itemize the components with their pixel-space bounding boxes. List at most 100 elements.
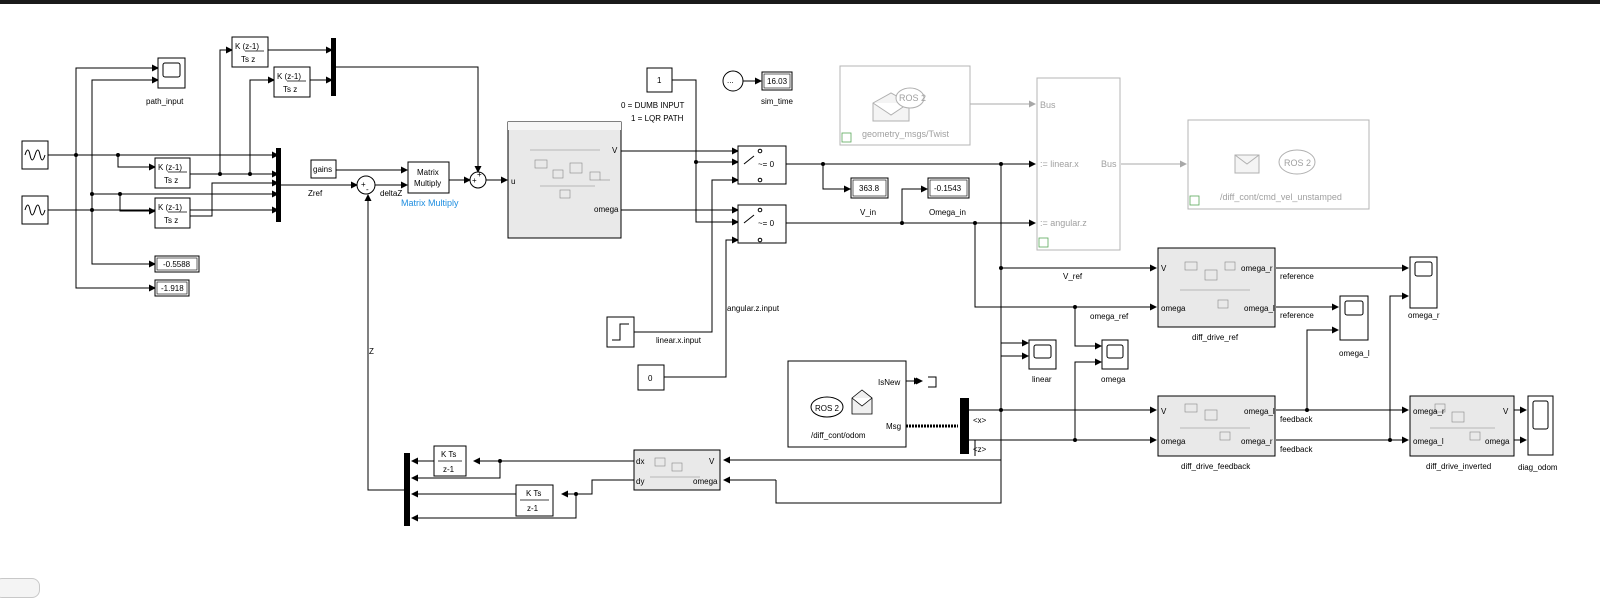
dx-dy-subsystem[interactable]: dx dy V omega [633,449,721,491]
svg-text:Ts z: Ts z [241,55,255,64]
svg-text:z-1: z-1 [527,504,539,513]
bus-assignment-block[interactable]: Bus := linear.x := angular.z Bus [1036,77,1121,251]
svg-text:~= 0: ~= 0 [758,160,775,169]
svg-text:Ts z: Ts z [164,176,178,185]
clock-block[interactable]: ... [722,70,744,92]
omega-r-scope[interactable]: omega_r [1408,256,1440,320]
gains-constant[interactable]: gains [310,159,337,179]
svg-text:Bus: Bus [1040,100,1056,110]
diff-drive-ref-subsystem[interactable]: V omega omega_r omega_l diff_drive_ref [1157,247,1276,342]
svg-text:ROS 2: ROS 2 [899,93,926,103]
matrix-multiply-label: Matrix Multiply [401,198,459,208]
svg-text:omega_r: omega_r [1241,264,1273,273]
svg-text:omega_r: omega_r [1408,311,1440,320]
discrete-derivative-2[interactable]: K (z-1) Ts z [273,66,311,98]
discrete-integrator-2[interactable]: K Ts z-1 [515,484,554,517]
step-input-block[interactable]: linear.x.input [606,316,702,348]
path-input-scope[interactable]: path_input [146,57,186,106]
svg-text:-0.5588: -0.5588 [163,260,191,269]
svg-text:u: u [511,177,515,186]
omega-l-scope[interactable]: omega_l [1339,295,1370,358]
wire-junctions [74,153,1392,496]
cmd-vel-label: /diff_cont/cmd_vel_unstamped [1220,192,1342,202]
isnew-terminator[interactable] [928,376,937,388]
svg-text:omega: omega [1485,437,1510,446]
switch-v[interactable]: ~= 0 [737,145,787,185]
signal-generator-1[interactable] [21,140,49,170]
twist-label: geometry_msgs/Twist [862,129,950,139]
discrete-derivative-1[interactable]: K (z-1) Ts z [231,36,269,68]
v-in-label: V_in [860,208,876,217]
svg-text:omega: omega [594,205,619,214]
svg-text:Bus: Bus [1101,159,1117,169]
bus-selector-bar[interactable] [960,398,969,454]
v-ref-label: V_ref [1063,272,1083,281]
display-block-a[interactable]: -0.5588 [154,255,200,273]
svg-text:~= 0: ~= 0 [758,219,775,228]
omega-in-display[interactable]: -0.1543 Omega_in [927,177,970,217]
svg-text:omega: omega [1161,304,1186,313]
ros-odom-subscriber[interactable]: ROS 2 /diff_cont/odom IsNew Msg [787,360,907,448]
svg-text:Multiply: Multiply [414,179,441,188]
sim-time-display[interactable]: 16.03 sim_time [761,71,794,106]
svg-text:omega_l: omega_l [1244,304,1275,313]
switch-omega[interactable]: ~= 0 [737,204,787,244]
sum-block-deltaz[interactable]: + - [356,175,376,195]
ros-cmd-vel-publisher[interactable]: ROS 2 /diff_cont/cmd_vel_unstamped [1187,119,1370,210]
svg-text:V: V [1161,264,1167,273]
svg-text::= angular.z: := angular.z [1040,218,1087,228]
feedback-label-2: feedback [1280,445,1313,454]
mode-note-line2: 1 = LQR PATH [631,114,684,123]
svg-text:K (z-1): K (z-1) [277,72,301,81]
svg-text:...: ... [727,76,734,85]
window-top-border [0,0,1600,4]
discrete-derivative-4[interactable]: K (z-1) Ts z [154,197,191,229]
svg-text:K (z-1): K (z-1) [235,42,259,51]
diff-drive-feedback-label: diff_drive_feedback [1181,462,1251,471]
svg-text:K Ts: K Ts [526,489,541,498]
svg-text:ROS 2: ROS 2 [1284,158,1311,168]
mux-bar-bottom[interactable] [404,453,410,526]
feedback-label-1: feedback [1280,415,1313,424]
svg-text:V: V [1503,407,1509,416]
svg-text:363.8: 363.8 [859,184,880,193]
diag-odom-label: diag_odom [1518,463,1558,472]
mux-bar-top[interactable] [331,38,336,96]
omega-in-label: Omega_in [929,208,966,217]
angular-z-input-label: angular.z.input [727,304,780,313]
svg-text:omega: omega [1161,437,1186,446]
sum-block-control[interactable]: + + [469,170,487,189]
controller-subsystem[interactable]: u V omega [507,121,622,239]
svg-text:omega: omega [693,477,718,486]
svg-text:ROS 2: ROS 2 [815,404,840,413]
svg-text::= linear.x: := linear.x [1040,159,1079,169]
discrete-derivative-3[interactable]: K (z-1) Ts z [154,157,191,189]
svg-text:linear: linear [1032,375,1052,384]
diff-drive-feedback-subsystem[interactable]: V omega omega_l omega_r diff_drive_feedb… [1157,395,1276,471]
display-block-b[interactable]: -1.918 [154,279,190,297]
diff-drive-ref-label: diff_drive_ref [1192,333,1239,342]
signal-wires [48,46,1527,522]
svg-text:IsNew: IsNew [878,378,900,387]
svg-text:K (z-1): K (z-1) [158,203,182,212]
constant-zero-block[interactable]: 0 [637,364,665,391]
svg-text:z-1: z-1 [443,465,455,474]
svg-text:<x>: <x> [973,416,987,425]
mux-bar-left[interactable] [276,148,281,222]
svg-text:omega_r: omega_r [1241,437,1273,446]
svg-text:1: 1 [657,76,662,85]
matrix-multiply-block[interactable]: Matrix Multiply [407,161,450,194]
svg-text:-0.1543: -0.1543 [934,184,962,193]
svg-text:V: V [1161,407,1167,416]
diff-drive-inverted-subsystem[interactable]: omega_r omega_l V omega diff_drive_inver… [1409,395,1515,471]
omega-scope[interactable]: omega [1101,339,1129,384]
status-corner-tab[interactable] [0,578,40,598]
v-in-display[interactable]: 363.8 V_in [850,177,889,217]
linear-scope[interactable]: linear [1028,339,1057,384]
mode-constant-one[interactable]: 1 [646,67,673,93]
ros-twist-message-block[interactable]: ROS 2 geometry_msgs/Twist [839,65,971,146]
discrete-integrator-1[interactable]: K Ts z-1 [433,445,467,477]
diag-odom-scope[interactable]: diag_odom [1518,395,1558,472]
signal-generator-2[interactable] [21,195,49,225]
